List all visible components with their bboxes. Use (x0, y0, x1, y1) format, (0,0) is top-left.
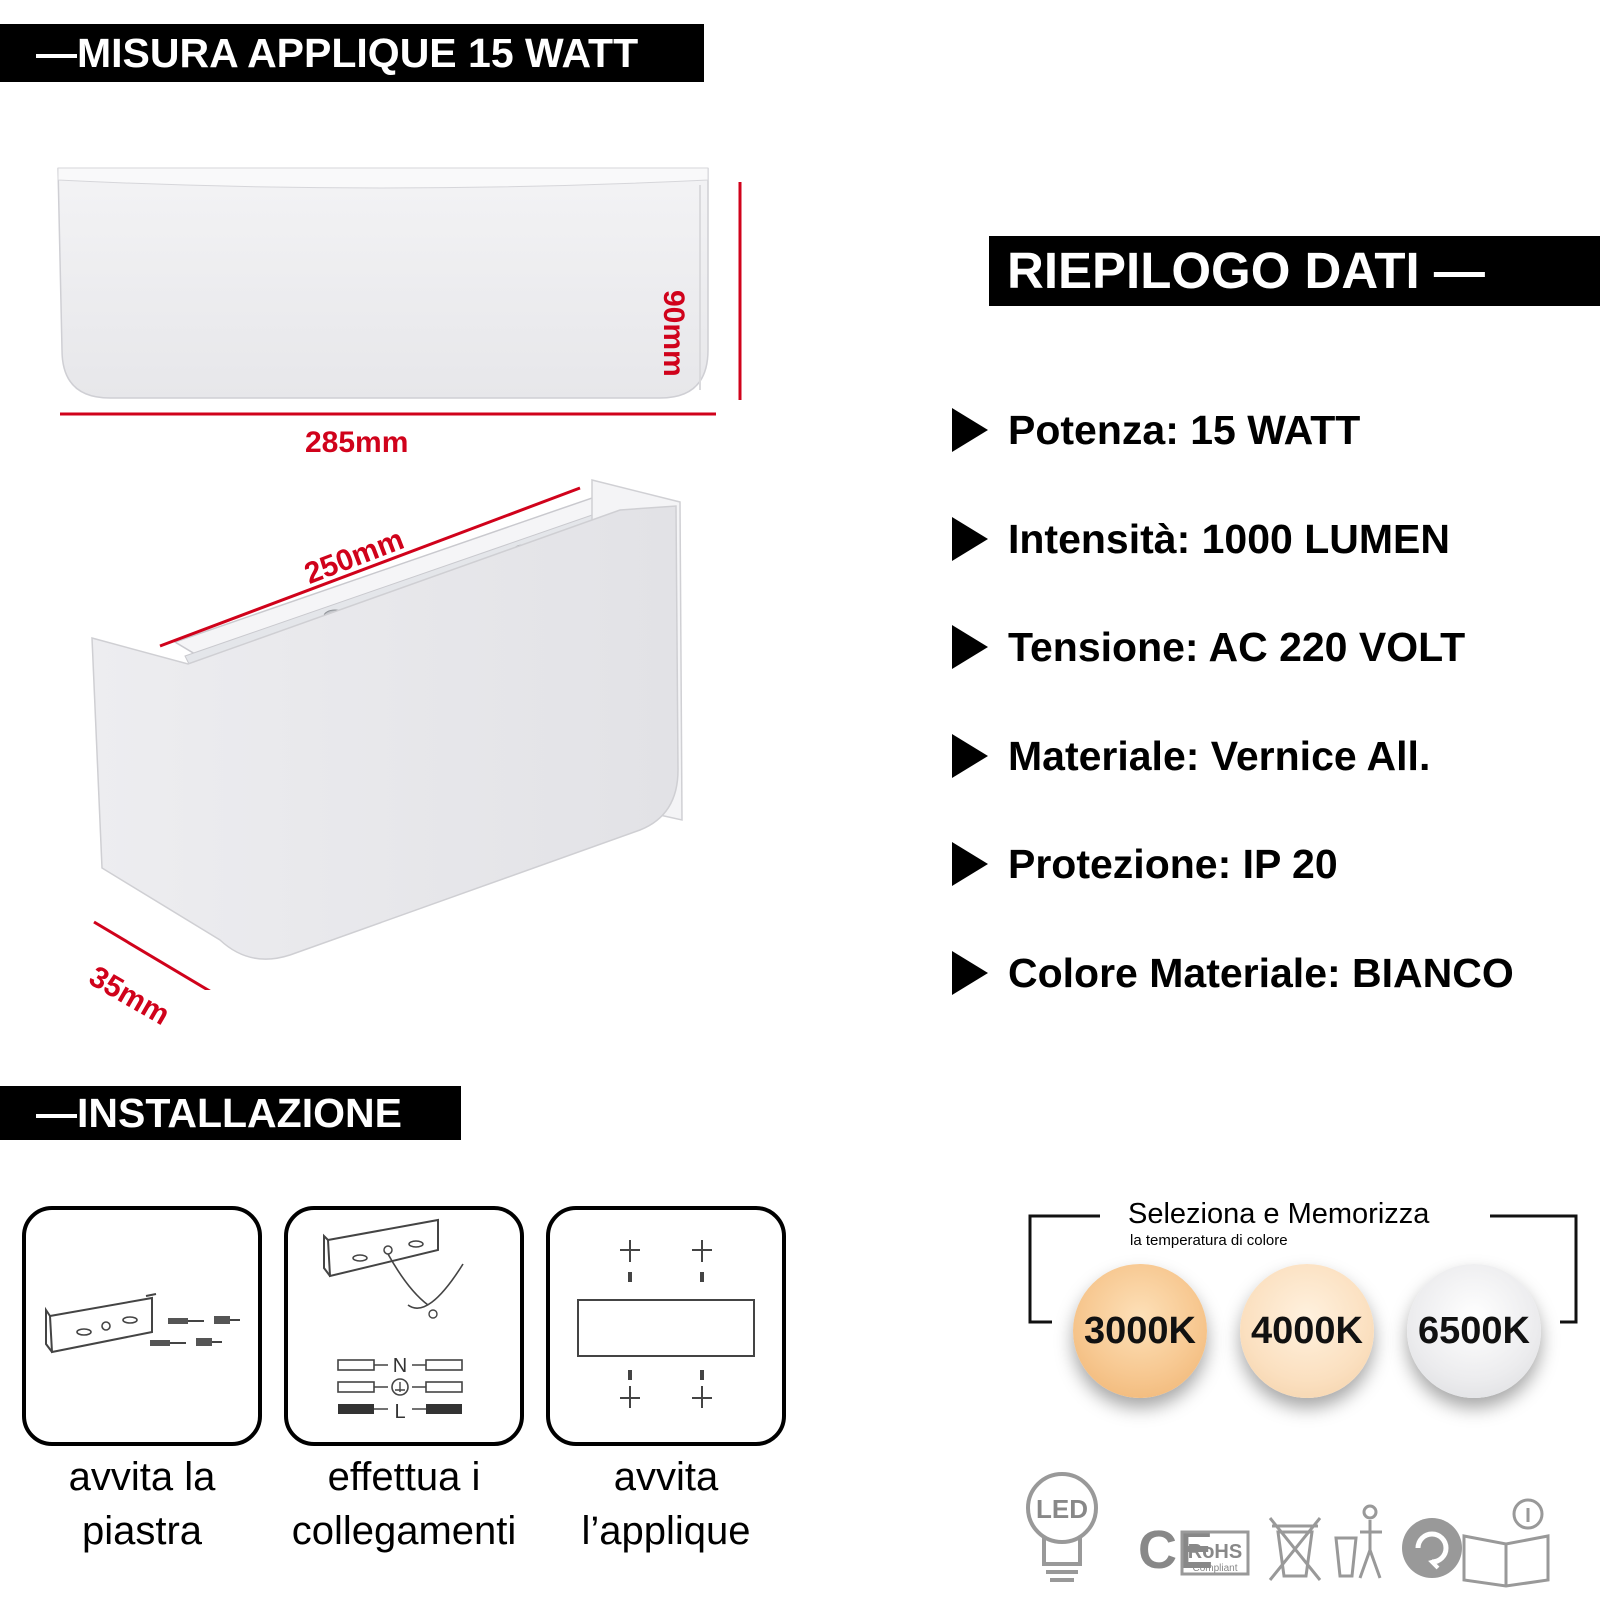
spec-text: Tensione: AC 220 VOLT (1008, 623, 1466, 670)
spec-text: Protezione: IP 20 (1008, 840, 1338, 887)
color-temperature-subtitle: la temperatura di colore (1130, 1232, 1288, 1249)
install-step-2-card: N L (284, 1206, 524, 1446)
wiring-neutral-label: N (393, 1355, 407, 1377)
bullet-arrow-icon (952, 842, 988, 886)
wiring-connections-icon: N L (323, 1218, 464, 1423)
install-step-1-card (22, 1206, 262, 1446)
spec-colore: Colore Materiale: BIANCO (952, 948, 1514, 998)
mount-applique-icon (577, 1240, 755, 1408)
dimension-height-label: 90mm (657, 290, 690, 377)
color-temperature-frame (1028, 1214, 1578, 1324)
dimension-width-label: 285mm (305, 426, 409, 459)
install-step-1-caption: avvita la piastra (68, 1455, 216, 1553)
header-riepilogo: RIEPILOGO DATI — (989, 236, 1600, 306)
ce-mark-icon: CE (1138, 1520, 1213, 1580)
spec-text: Intensità: 1000 LUMEN (1008, 515, 1450, 562)
rohs-compliant-text: Compliant (1192, 1563, 1237, 1574)
spec-text: Potenza: 15 WATT (1008, 406, 1361, 453)
spec-tensione: Tensione: AC 220 VOLT (952, 622, 1465, 672)
color-temp-6500k-option[interactable]: 6500K (1407, 1264, 1541, 1398)
header-misura: —MISURA APPLIQUE 15 WATT (0, 24, 704, 82)
header-installazione: —INSTALLAZIONE (0, 1086, 461, 1140)
spec-potenza: Potenza: 15 WATT (952, 405, 1360, 455)
led-text: LED (1036, 1494, 1088, 1524)
install-step-3-card (546, 1206, 786, 1446)
certification-icons: LED CE RoHS Compliant (1026, 1472, 1550, 1588)
recycle-person-icon (1334, 1504, 1382, 1579)
recycle-arrow-icon (1402, 1518, 1462, 1578)
install-step-2-caption: effettua i collegamenti (291, 1455, 517, 1553)
bullet-arrow-icon (952, 517, 988, 561)
wiring-live-label: L (394, 1401, 405, 1423)
product-perspective-view (91, 479, 683, 990)
spec-intensita: Intensità: 1000 LUMEN (952, 514, 1450, 564)
rohs-text: RoHS (1188, 1541, 1242, 1563)
manual-info-icon (1462, 1498, 1550, 1588)
bullet-arrow-icon (952, 625, 988, 669)
mounting-plate-screws-icon (45, 1293, 240, 1354)
rohs-icon (1180, 1530, 1250, 1576)
color-temperature-title: Seleziona e Memorizza (1128, 1198, 1430, 1230)
spec-text: Materiale: Vernice All. (1008, 732, 1431, 779)
bullet-arrow-icon (952, 951, 988, 995)
bullet-arrow-icon (952, 734, 988, 778)
spec-text: Colore Materiale: BIANCO (1008, 949, 1514, 996)
product-front-view (57, 167, 742, 416)
spec-protezione: Protezione: IP 20 (952, 839, 1338, 889)
color-temp-4000k-option[interactable]: 4000K (1240, 1264, 1374, 1398)
led-bulb-icon (1026, 1472, 1098, 1582)
install-step-3-caption: avvita l’applique (581, 1455, 751, 1553)
bullet-arrow-icon (952, 408, 988, 452)
weee-bin-icon (1268, 1517, 1322, 1581)
spec-materiale: Materiale: Vernice All. (952, 731, 1430, 781)
color-temp-3000k-option[interactable]: 3000K (1073, 1264, 1207, 1398)
